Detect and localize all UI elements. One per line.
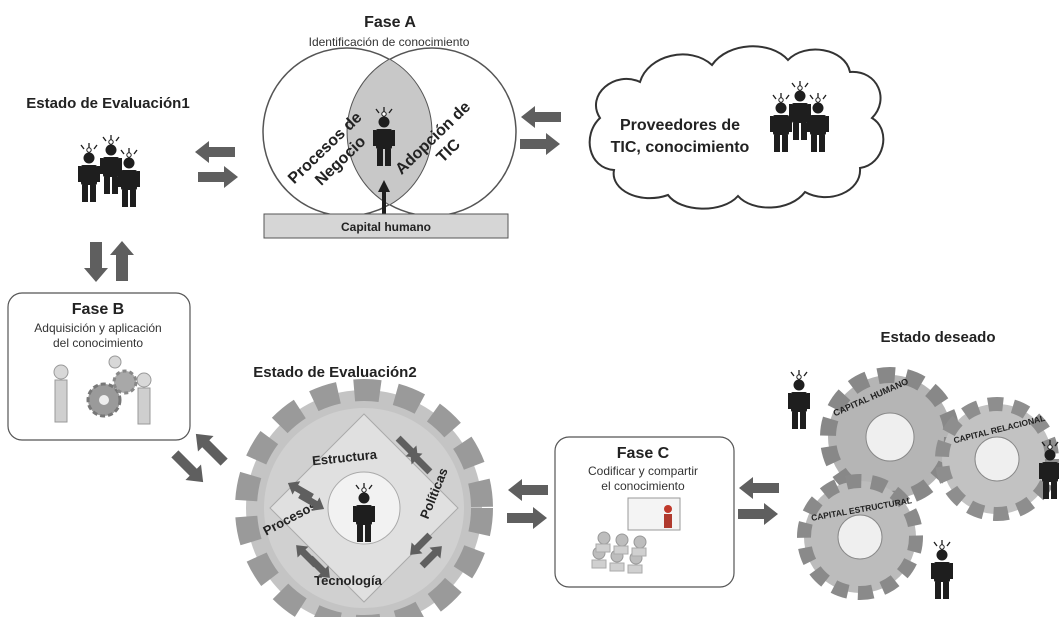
providers-line2: TIC, conocimiento: [611, 139, 750, 156]
desired-title: Estado deseado: [880, 329, 995, 346]
phase-c-line2: el conocimiento: [601, 479, 685, 493]
up-left-arrow-icon: [188, 426, 232, 470]
person-icon: [77, 142, 101, 203]
providers-cloud: [588, 45, 885, 210]
gear-capital-relacional: [935, 397, 1059, 521]
down-arrow-icon: [84, 242, 108, 282]
right-arrow-icon: [738, 503, 778, 525]
phase-b-line2: del conocimiento: [53, 336, 143, 350]
right-arrow-icon: [198, 166, 238, 188]
left-arrow-icon: [195, 141, 235, 163]
left-arrow-icon: [739, 477, 779, 499]
right-arrow-icon: [520, 133, 560, 155]
gears-figures-image: [53, 355, 152, 425]
state1-title: Estado de Evaluación1: [26, 95, 189, 112]
state2-title: Estado de Evaluación2: [253, 364, 416, 381]
capital-humano-base: [263, 213, 509, 239]
capital-humano-label: Capital humano: [341, 220, 431, 234]
person-icon: [787, 369, 811, 430]
gear-capital-estructural: [797, 474, 923, 600]
right-arrow-icon: [507, 507, 547, 529]
phase-a-subtitle: Identificación de conocimiento: [309, 35, 470, 49]
gear-label-estructura: Estructura: [311, 447, 378, 469]
gear-label-tecnologia: Tecnología: [314, 573, 382, 588]
phase-a-title: Fase A: [364, 14, 416, 31]
classroom-image: [591, 497, 681, 574]
phase-b-title: Fase B: [72, 301, 124, 318]
providers-line1: Proveedores de: [620, 117, 740, 134]
left-arrow-icon: [521, 106, 561, 128]
people-group-1: [77, 134, 141, 208]
up-arrow-icon: [378, 180, 390, 214]
person-icon: [930, 539, 954, 600]
phase-c-line1: Codificar y compartir: [588, 464, 698, 478]
person-icon: [117, 147, 141, 208]
left-arrow-icon: [508, 479, 548, 501]
phase-b-line1: Adquisición y aplicación: [34, 321, 161, 335]
phase-c-title: Fase C: [617, 445, 670, 462]
down-right-arrow-icon: [167, 446, 211, 490]
up-arrow-icon: [110, 241, 134, 281]
